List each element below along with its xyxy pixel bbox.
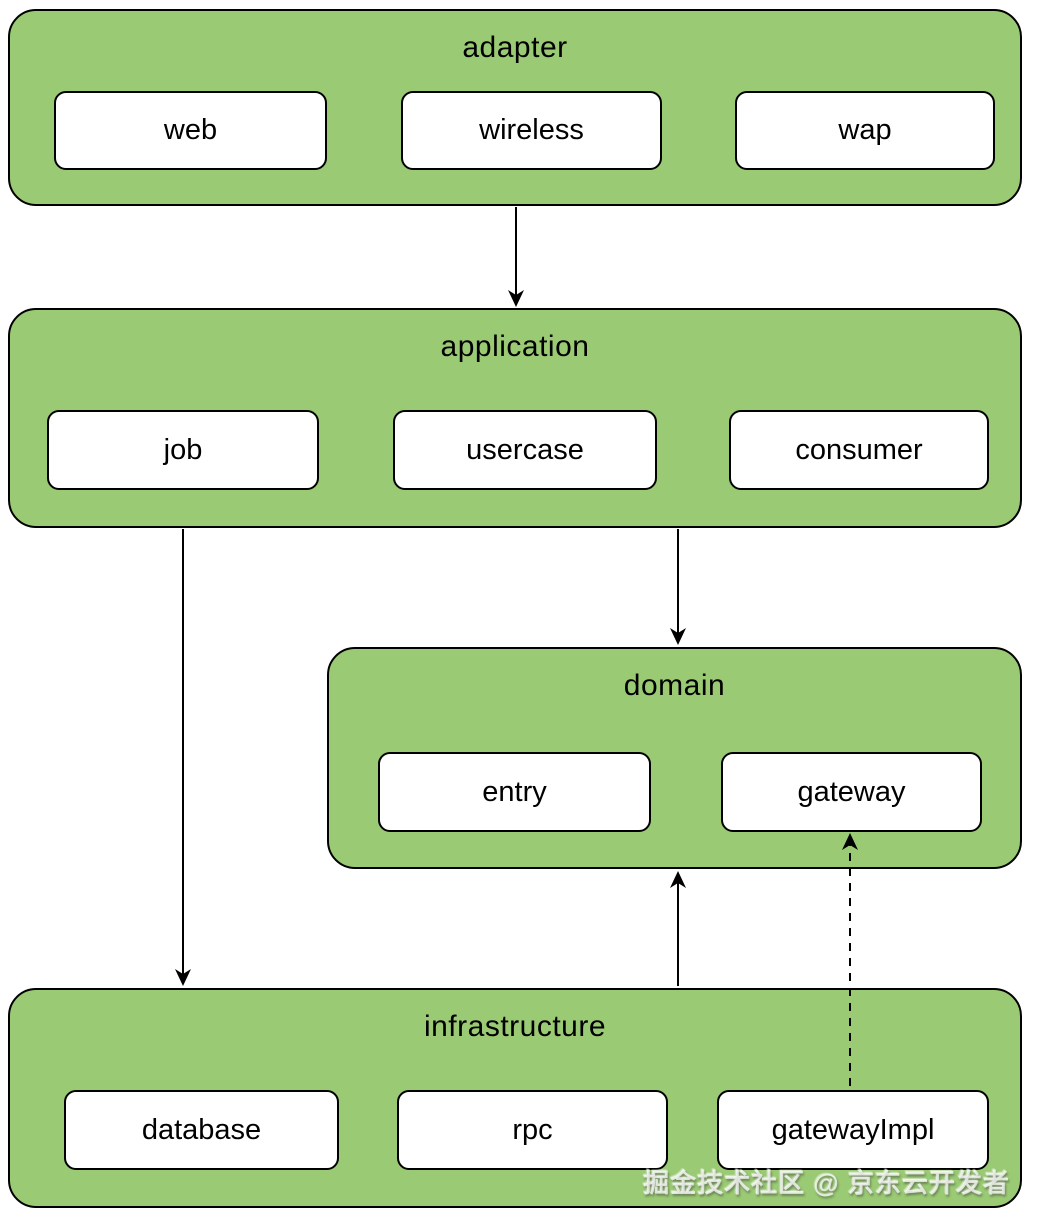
module-wireless: wireless [401,91,662,170]
arrow-infrastructure-to-domain [670,871,686,986]
module-job: job [47,410,319,490]
arrow-job-to-infrastructure [175,529,191,986]
module-rpc: rpc [397,1090,668,1170]
module-gateway: gateway [721,752,982,832]
layer-infrastructure-title: infrastructure [423,1010,607,1043]
module-gatewayimpl: gatewayImpl [717,1090,989,1170]
layer-adapter-title: adapter [462,31,568,64]
layer-domain: domain entry gateway [327,647,1022,869]
layer-infrastructure: infrastructure database rpc gatewayImpl [8,988,1022,1208]
module-wap: wap [735,91,995,170]
module-web: web [54,91,327,170]
layer-domain-title: domain [623,669,726,702]
layer-adapter: adapter web wireless wap [8,9,1022,206]
module-consumer: consumer [729,410,989,490]
layer-application-title: application [440,330,590,363]
module-database: database [64,1090,339,1170]
module-entry: entry [378,752,651,832]
watermark-text: 掘金技术社区 @ 京东云开发者 [643,1168,1010,1198]
layer-application: application job usercase consumer [8,308,1022,528]
arrow-adapter-to-application [508,207,524,307]
module-usercase: usercase [393,410,657,490]
arrow-application-to-domain [670,529,686,645]
